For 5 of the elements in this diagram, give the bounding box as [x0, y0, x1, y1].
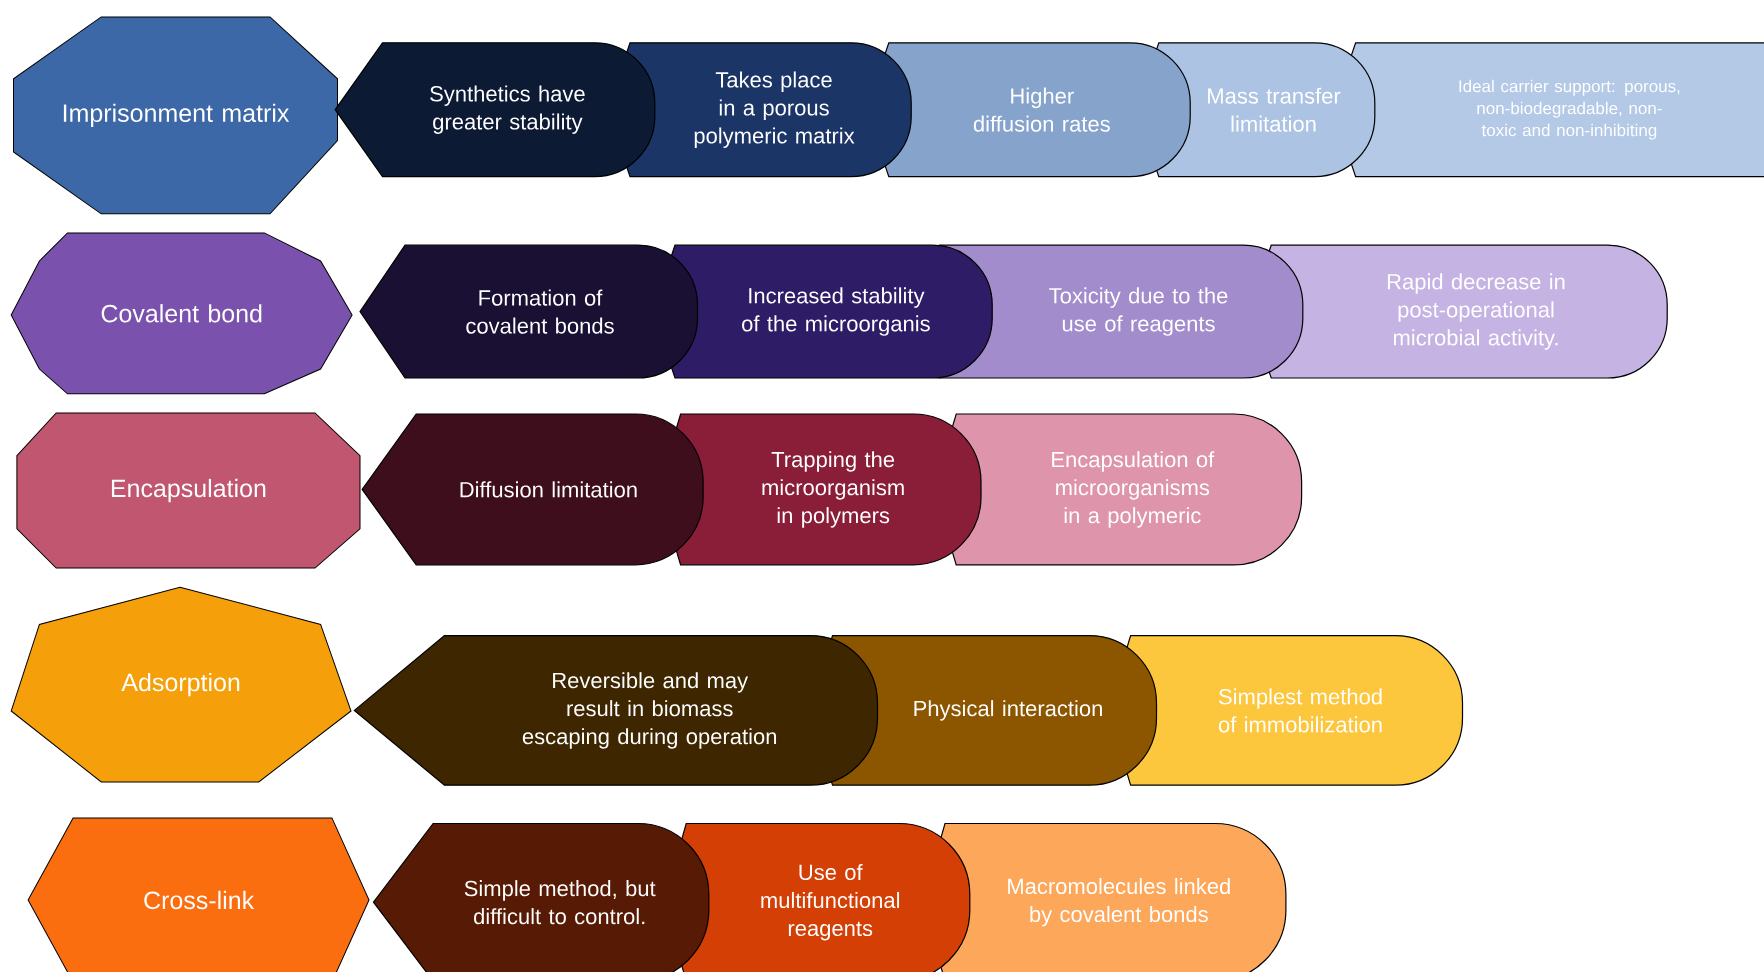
arrow-tab: Reversible and may result in biomass escaping during operation — [353, 635, 879, 786]
arrow-tab: Formation of covalent bonds — [359, 244, 699, 379]
arrow-tab: Synthetics have greater stability — [334, 42, 656, 178]
arrow-tab: Simple method, but difficult to control. — [372, 822, 710, 972]
arrow-tab: Diffusion limitation — [361, 413, 704, 566]
